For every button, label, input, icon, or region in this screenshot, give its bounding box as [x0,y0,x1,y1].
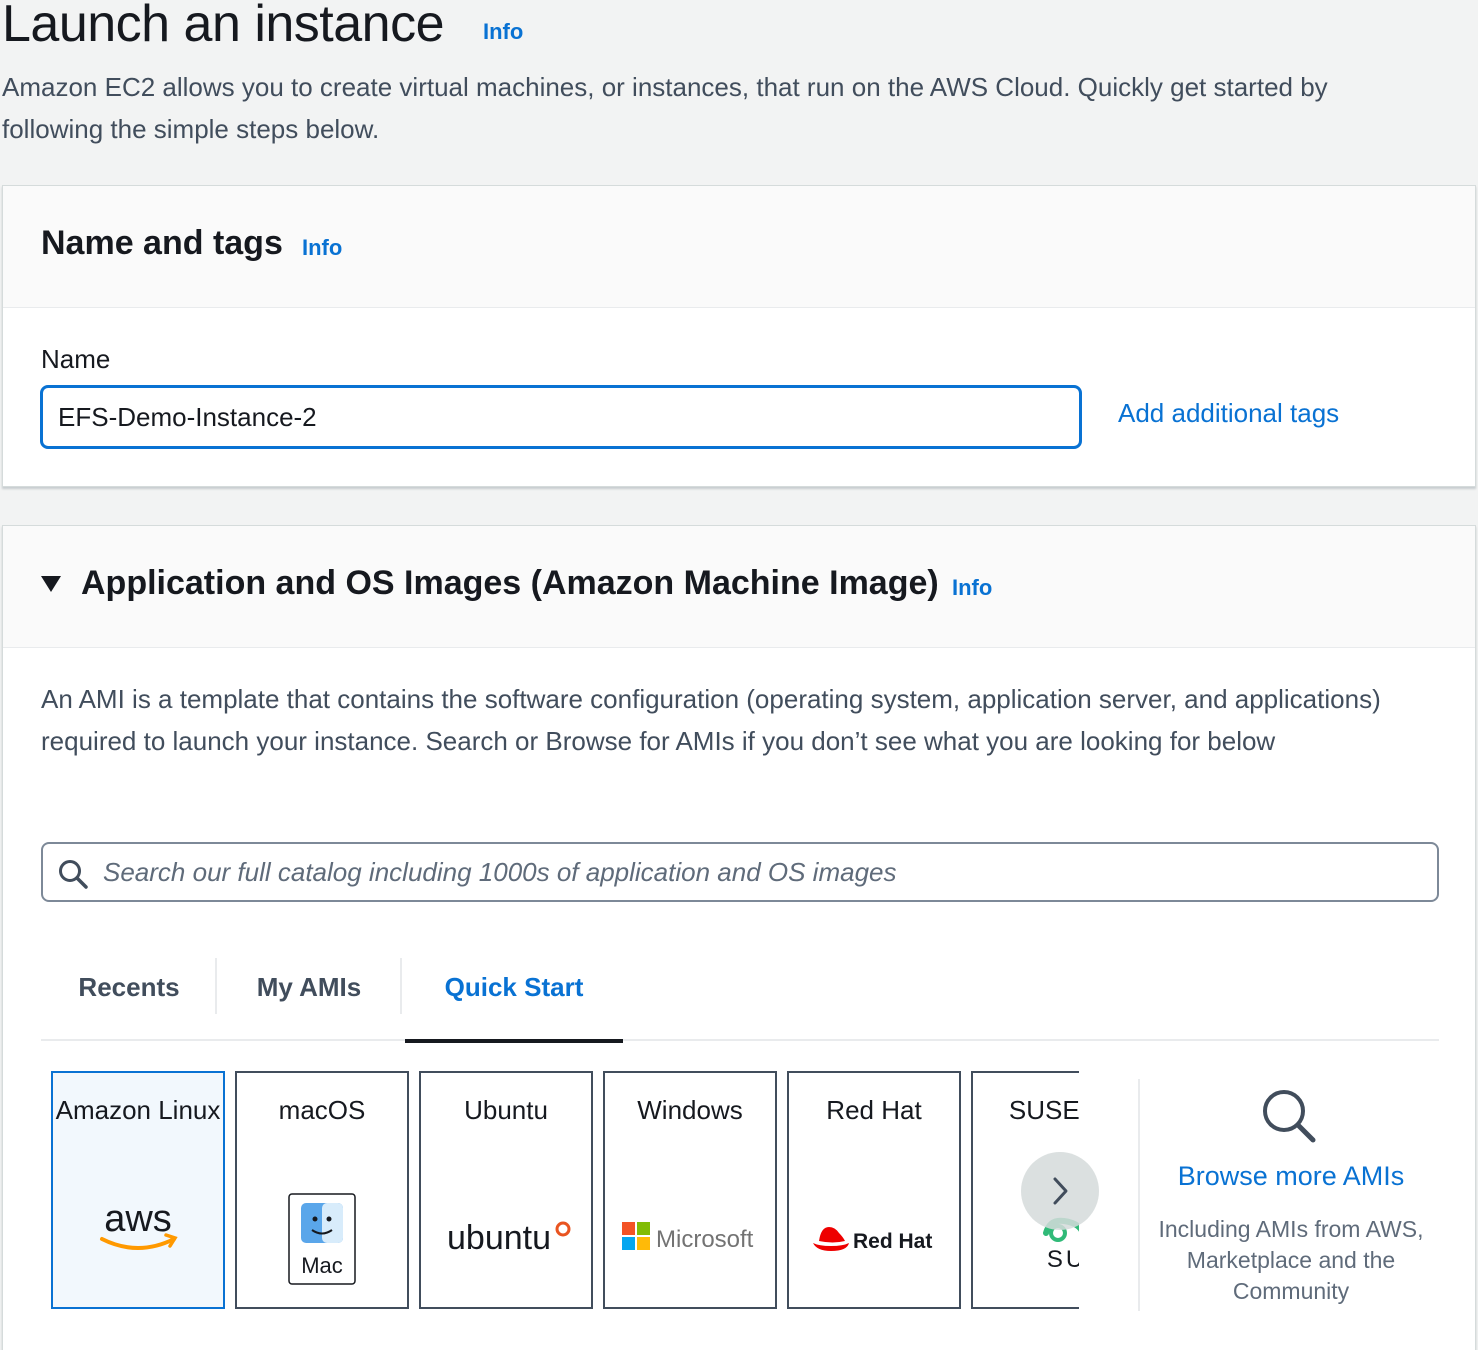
mac-finder-icon: Mac [237,1193,407,1290]
red-hat-logo-icon: Red Hat [789,1219,959,1264]
svg-text:Red Hat: Red Hat [853,1230,932,1253]
page-info-link[interactable]: Info [483,19,524,44]
ami-card-macos[interactable]: macOS Mac [235,1071,409,1309]
ami-card-amazon-linux[interactable]: Amazon Linux aws [51,1071,225,1309]
chevron-right-icon [1053,1177,1068,1205]
add-additional-tags-link[interactable]: Add additional tags [1118,398,1340,428]
ami-info-link[interactable]: Info [952,575,993,600]
ami-description: An AMI is a template that contains the s… [41,684,1381,756]
browse-more-amis-link[interactable]: Browse more AMIs [1177,1161,1405,1191]
ami-card-red-hat[interactable]: Red Hat Red Hat [787,1071,961,1309]
ami-card-label: Amazon Linux [55,1095,221,1125]
tab-separator [400,958,402,1014]
ami-search-input[interactable] [103,852,1423,892]
search-icon [59,860,88,889]
page-title: Launch an instance [2,0,445,53]
svg-text:Mac: Mac [301,1253,343,1278]
svg-text:SUS: SUS [1047,1246,1079,1273]
browse-more-amis-subtitle: Including AMIs from AWS, Marketplace and… [1158,1216,1424,1304]
ami-card-label: macOS [278,1095,366,1125]
svg-text:aws: aws [104,1201,172,1240]
ubuntu-logo-icon: ubuntu [421,1213,591,1268]
page-description: Amazon EC2 allows you to create virtual … [2,72,1328,144]
ami-panel: Application and OS Images (Amazon Machin… [2,525,1476,1350]
tab-quick-start[interactable]: Quick Start [405,956,623,1043]
ami-card-windows[interactable]: Windows Microsoft [603,1071,777,1309]
microsoft-logo-icon: Microsoft [605,1219,775,1260]
name-and-tags-panel: Name and tags Info Name Add additional t… [2,185,1476,487]
tab-separator [215,958,217,1014]
svg-text:Microsoft: Microsoft [656,1226,754,1253]
svg-text:ubuntu: ubuntu [447,1219,551,1257]
name-input[interactable] [40,385,1082,449]
ami-search-box[interactable] [41,842,1439,902]
ami-card-carousel: Amazon Linux aws macOS [49,1071,1079,1311]
ami-title: Application and OS Images (Amazon Machin… [81,564,939,602]
ami-tabs: Recents My AMIs Quick Start [41,956,1439,1043]
ami-card-label: Ubuntu [464,1095,548,1125]
aws-logo-icon: aws [53,1198,223,1266]
tab-my-amis[interactable]: My AMIs [256,972,362,1002]
browse-divider [1138,1079,1140,1311]
search-icon[interactable] [1259,1086,1319,1146]
name-field-label: Name [41,344,111,374]
ami-card-label: Windows [637,1095,743,1125]
ami-card-label: SUSE Li [1008,1095,1079,1125]
ami-header[interactable]: Application and OS Images (Amazon Machin… [3,526,1475,648]
tab-recents[interactable]: Recents [78,972,180,1002]
carousel-next-button[interactable] [1021,1152,1099,1230]
name-and-tags-title: Name and tags [41,224,283,262]
name-and-tags-header: Name and tags Info [3,186,1475,308]
ami-card-ubuntu[interactable]: Ubuntu ubuntu [419,1071,593,1309]
ami-card-label: Red Hat [826,1095,922,1125]
caret-down-icon[interactable] [41,576,61,592]
name-and-tags-info-link[interactable]: Info [302,235,343,260]
